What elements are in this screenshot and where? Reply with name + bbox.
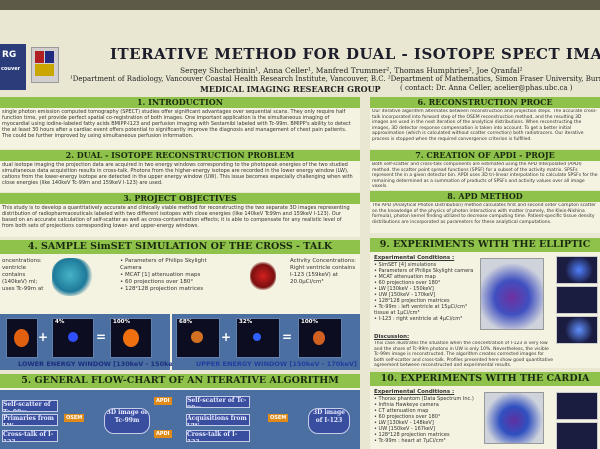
section-experiments-elliptic: 9. EXPERIMENTS WITH THE ELLIPTIC Experim… — [370, 238, 600, 368]
discussion-body: This case illustrates the situation when… — [374, 341, 554, 367]
section-body: The APD (Analytical Photon Distribution)… — [372, 203, 596, 225]
heart-phantom-image-right — [250, 262, 276, 290]
simulation-parameters: • Parameters of Philips Skylight Camera … — [120, 258, 207, 292]
uw-pct-3: 100% — [301, 319, 318, 325]
uw-image-1 — [176, 318, 220, 358]
logo-left-text: RG — [2, 50, 17, 60]
section-introduction: 1. INTRODUCTION single photon emission c… — [0, 97, 360, 149]
university-crest-icon — [31, 47, 59, 83]
section-creation-of-apdi: 7. CREATION OF APDI - PROJE Both self-sc… — [370, 150, 600, 190]
section-title: 7. CREATION OF APDI - PROJE — [370, 150, 600, 161]
lower-energy-window-panel: + 4% = 100% LOWER ENERGY WINDOW [130keV … — [0, 314, 181, 370]
simulation-concentrations-right: Activity Concentrations: Right ventricle… — [290, 258, 356, 285]
flow-center-image: 3D image of Tc-99m — [104, 408, 150, 434]
uw-image-2 — [236, 318, 280, 358]
section-flow-chart: 5. GENERAL FLOW-CHART OF AN ITERATIVE AL… — [0, 374, 360, 449]
elliptic-phantom-plot — [480, 258, 544, 330]
apdi-label: APDI — [154, 430, 172, 438]
contact-info: ( contact: Dr. Anna Celler, acelier@phas… — [400, 84, 573, 92]
institution-logo-left: RG couver — [0, 44, 26, 90]
osem-label-2: OSEM — [268, 414, 289, 422]
simulation-concentrations-left: oncentrations: ventricle contains (140ke… — [2, 258, 44, 292]
section-title: 10. EXPERIMENTS WITH THE CARDIA — [370, 372, 600, 386]
flow-box-primaries-lw: Primaries from LW — [2, 414, 58, 426]
upper-energy-window-label: UPPER ENERGY WINDOW [150keV - 170keV] — [196, 360, 357, 368]
section-body: single photon emission computed tomograp… — [2, 109, 351, 139]
section-experiments-cardiac: 10. EXPERIMENTS WITH THE CARDIA Experime… — [370, 372, 600, 449]
elliptic-thumbnail-1 — [556, 256, 598, 284]
equals-symbol: = — [96, 330, 107, 344]
flow-right-image: 3D image of I-123 — [308, 408, 350, 434]
cardiac-thumbnail-2 — [556, 422, 598, 449]
section-title: 5. GENERAL FLOW-CHART OF AN ITERATIVE AL… — [0, 374, 360, 388]
lower-energy-window-label: LOWER ENERGY WINDOW [130keV - 150keV] — [18, 360, 181, 368]
section-title: 2. DUAL - ISOTOPE RECONSTRUCTION PROBLEM — [0, 150, 360, 161]
section-apd-method: 8. APD METHOD The APD (Analytical Photon… — [370, 191, 600, 233]
equals-symbol: = — [282, 330, 293, 344]
lw-image-1 — [6, 318, 38, 358]
flow-box-acquisitions-uw: Acquisitions from UW — [186, 414, 250, 426]
section-title: 9. EXPERIMENTS WITH THE ELLIPTIC — [370, 238, 600, 252]
section-simset-simulation: 4. SAMPLE SimSET SIMULATION OF THE CROSS… — [0, 240, 360, 370]
research-group: MEDICAL IMAGING RESEARCH GROUP — [200, 84, 381, 94]
upper-energy-window-panel: 68% + 32% = 100% UPPER ENERGY WINDOW [15… — [172, 314, 360, 370]
heart-phantom-image-left — [52, 258, 92, 296]
section-title: 6. RECONSTRUCTION PROCE — [370, 97, 600, 108]
flow-box-cross-talk: Cross-talk of I-123 — [2, 430, 58, 442]
experiment-conditions-title: Experimental Conditions : — [374, 255, 455, 261]
section-body: dual isotope imaging the projection data… — [2, 162, 353, 186]
section-title: 1. INTRODUCTION — [0, 97, 360, 108]
flow-box-cross-talk-2: Cross-talk of I-123 — [186, 430, 250, 442]
cardiac-phantom-plot — [484, 392, 544, 444]
section-dual-isotope-problem: 2. DUAL - ISOTOPE RECONSTRUCTION PROBLEM… — [0, 150, 360, 192]
lw-pct-3: 100% — [113, 319, 130, 325]
section-title: 8. APD METHOD — [370, 191, 600, 202]
flow-chart-panel — [0, 390, 360, 449]
discussion-title: Discussion: — [374, 334, 410, 340]
experiment-conditions-title: Experimental Conditions : — [374, 389, 455, 395]
section-body: Both self-scatter and cross-talk compone… — [372, 162, 598, 189]
flow-box-self-scatter-2: Self-scatter of Tc-99m — [186, 396, 250, 408]
uw-pct-2: 32% — [239, 319, 253, 325]
uw-image-3 — [298, 318, 342, 358]
section-project-objectives: 3. PROJECT OBJECTIVES This study is to d… — [0, 193, 360, 237]
lw-image-2 — [52, 318, 94, 358]
lw-pct-2: 4% — [55, 319, 65, 325]
elliptic-thumbnail-3 — [556, 316, 598, 344]
cardiac-thumbnail-1 — [556, 392, 598, 420]
section-title: 4. SAMPLE SimSET SIMULATION OF THE CROSS… — [0, 240, 360, 254]
plus-symbol: + — [221, 330, 232, 344]
poster-title: ITERATIVE METHOD FOR DUAL - ISOTOPE SPEC… — [110, 45, 600, 63]
section-reconstruction-procedure: 6. RECONSTRUCTION PROCE Our iterative al… — [370, 97, 600, 149]
flow-box-self-scatter: Self-scatter of Tc-99m — [2, 400, 58, 412]
experiment-conditions: • SimSET [4] simulations • Parameters of… — [374, 262, 474, 322]
section-body: Our iterative algorithm alternates betwe… — [372, 109, 598, 142]
section-title: 3. PROJECT OBJECTIVES — [0, 193, 360, 204]
elliptic-thumbnail-2 — [556, 286, 598, 314]
poster-affiliations: ¹Department of Radiology, Vancouver Coas… — [70, 75, 600, 83]
uw-pct-1: 68% — [179, 319, 193, 325]
poster-frame-top — [0, 0, 600, 10]
apdi-label: APDI — [154, 397, 172, 405]
poster-authors: Sergey Shcherbinin¹, Anna Celler¹, Manfr… — [180, 66, 523, 75]
experiment-conditions: • Thorax phantom (Data Spectrum Inc.) • … — [374, 396, 474, 444]
section-body: This study is to develop a quantitativel… — [2, 205, 350, 229]
logo-left-sub: couver — [1, 66, 21, 72]
plus-symbol: + — [38, 330, 49, 344]
osem-label: OSEM — [64, 414, 85, 422]
lw-image-3 — [110, 318, 152, 358]
